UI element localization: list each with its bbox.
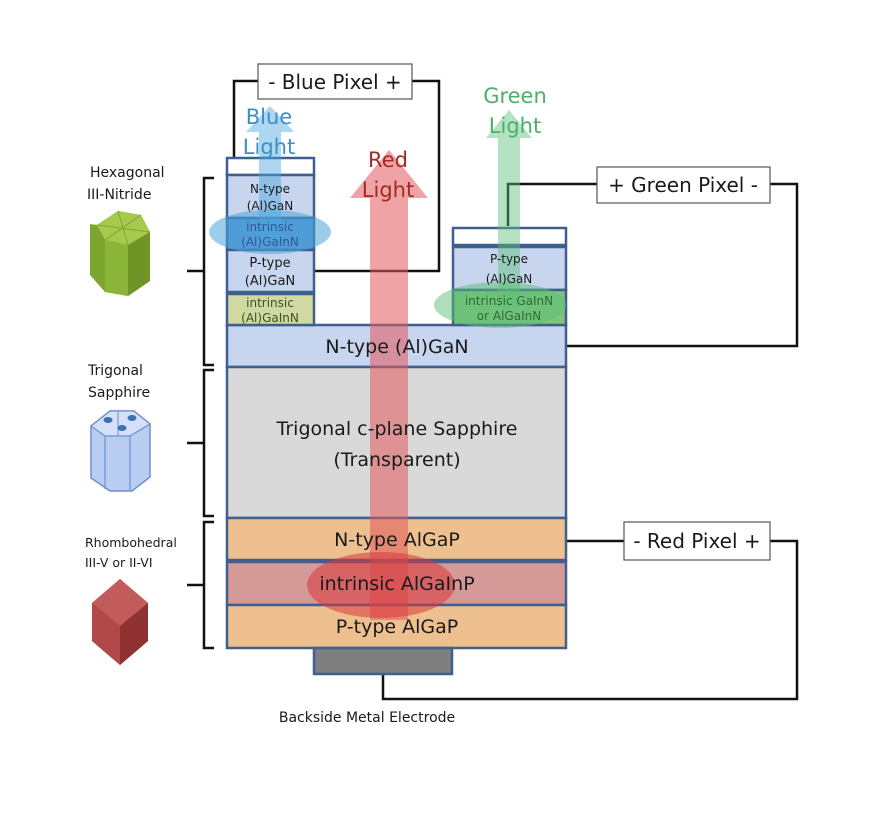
blue-n-algan-label-1: N-type <box>250 182 290 196</box>
green-contact-layer <box>451 226 568 247</box>
green-well-layer <box>225 292 316 327</box>
red-light-label-2: Light <box>362 178 414 202</box>
sapphire-label-1: Trigonal c-plane Sapphire <box>276 418 518 440</box>
hexagonal-label-2: III-Nitride <box>87 187 151 203</box>
blue-pixel-box: - Blue Pixel + <box>257 63 413 100</box>
hexagonal-prism-icon <box>90 210 151 296</box>
brace-trigonal <box>187 368 214 518</box>
brace-rhombohedral <box>187 520 214 650</box>
electrode-label: Backside Metal Electrode <box>279 710 455 726</box>
green-light-label-2: Light <box>489 114 541 138</box>
green-p-algan-label-1: P-type <box>490 252 528 266</box>
red-pixel-label: - Red Pixel + <box>633 529 760 553</box>
green-i-gainn-label-2: or AlGaInN <box>477 309 541 323</box>
red-light-label-1: Red <box>368 148 408 172</box>
rhombohedral-label-1: Rhombohedral <box>85 535 177 550</box>
red-pixel-box: - Red Pixel + <box>623 521 771 561</box>
green-light-arrow <box>486 110 532 308</box>
i-algainp-label: intrinsic AlGaInP <box>319 573 474 595</box>
sapphire-label-2: (Transparent) <box>333 449 460 471</box>
green-p-algan-label-2: (Al)GaN <box>486 272 533 286</box>
brace-hexagonal <box>187 176 214 367</box>
red-pixel-wire-right <box>381 539 799 701</box>
green-pixel-label: + Green Pixel - <box>608 173 758 197</box>
blue-emission-glow <box>209 210 331 254</box>
backside-metal-electrode <box>312 646 454 676</box>
blue-i-algainn-label-1: intrinsic <box>246 220 294 234</box>
blue-light-label-1: Blue <box>246 105 292 129</box>
blue-p-algan-label-1: P-type <box>249 256 290 271</box>
hexagonal-label-1: Hexagonal <box>90 165 165 181</box>
blue-light-arrow <box>246 106 294 240</box>
blue-pixel-label: - Blue Pixel + <box>268 70 402 94</box>
green-well-label-1: intrinsic <box>246 296 294 310</box>
green-pixel-wire-left <box>506 182 597 226</box>
green-pixel-wire-right <box>566 182 799 348</box>
green-light-label-1: Green <box>483 84 547 108</box>
p-algap-label: P-type AlGaP <box>336 616 458 638</box>
n-algap-label: N-type AlGaP <box>334 529 460 551</box>
n-algan-label: N-type (Al)GaN <box>325 336 468 358</box>
blue-i-algainn-label-2: (Al)GaInN <box>241 235 299 249</box>
green-i-gainn-label-1: intrinsic GaInN <box>465 294 553 308</box>
green-well-label-2: (Al)GaInN <box>241 311 299 325</box>
rhombohedron-icon <box>92 579 148 665</box>
braces <box>187 176 214 650</box>
red-light-arrow <box>350 150 428 620</box>
blue-p-algan <box>225 248 316 294</box>
blue-n-algan-label-2: (Al)GaN <box>247 199 294 213</box>
trigonal-label-2: Sapphire <box>88 385 150 401</box>
blue-light-label-2: Light <box>243 135 295 159</box>
blue-p-algan-label-2: (Al)GaN <box>245 274 295 289</box>
trigonal-label-1: Trigonal <box>87 363 143 379</box>
blue-pixel-wire-left <box>232 79 258 158</box>
green-pixel-box: + Green Pixel - <box>596 166 771 204</box>
red-emission-glow <box>307 552 455 618</box>
trigonal-prism-icon <box>90 410 152 492</box>
green-emission-glow <box>434 282 566 328</box>
rhombohedral-label-2: III-V or II-VI <box>85 555 153 570</box>
